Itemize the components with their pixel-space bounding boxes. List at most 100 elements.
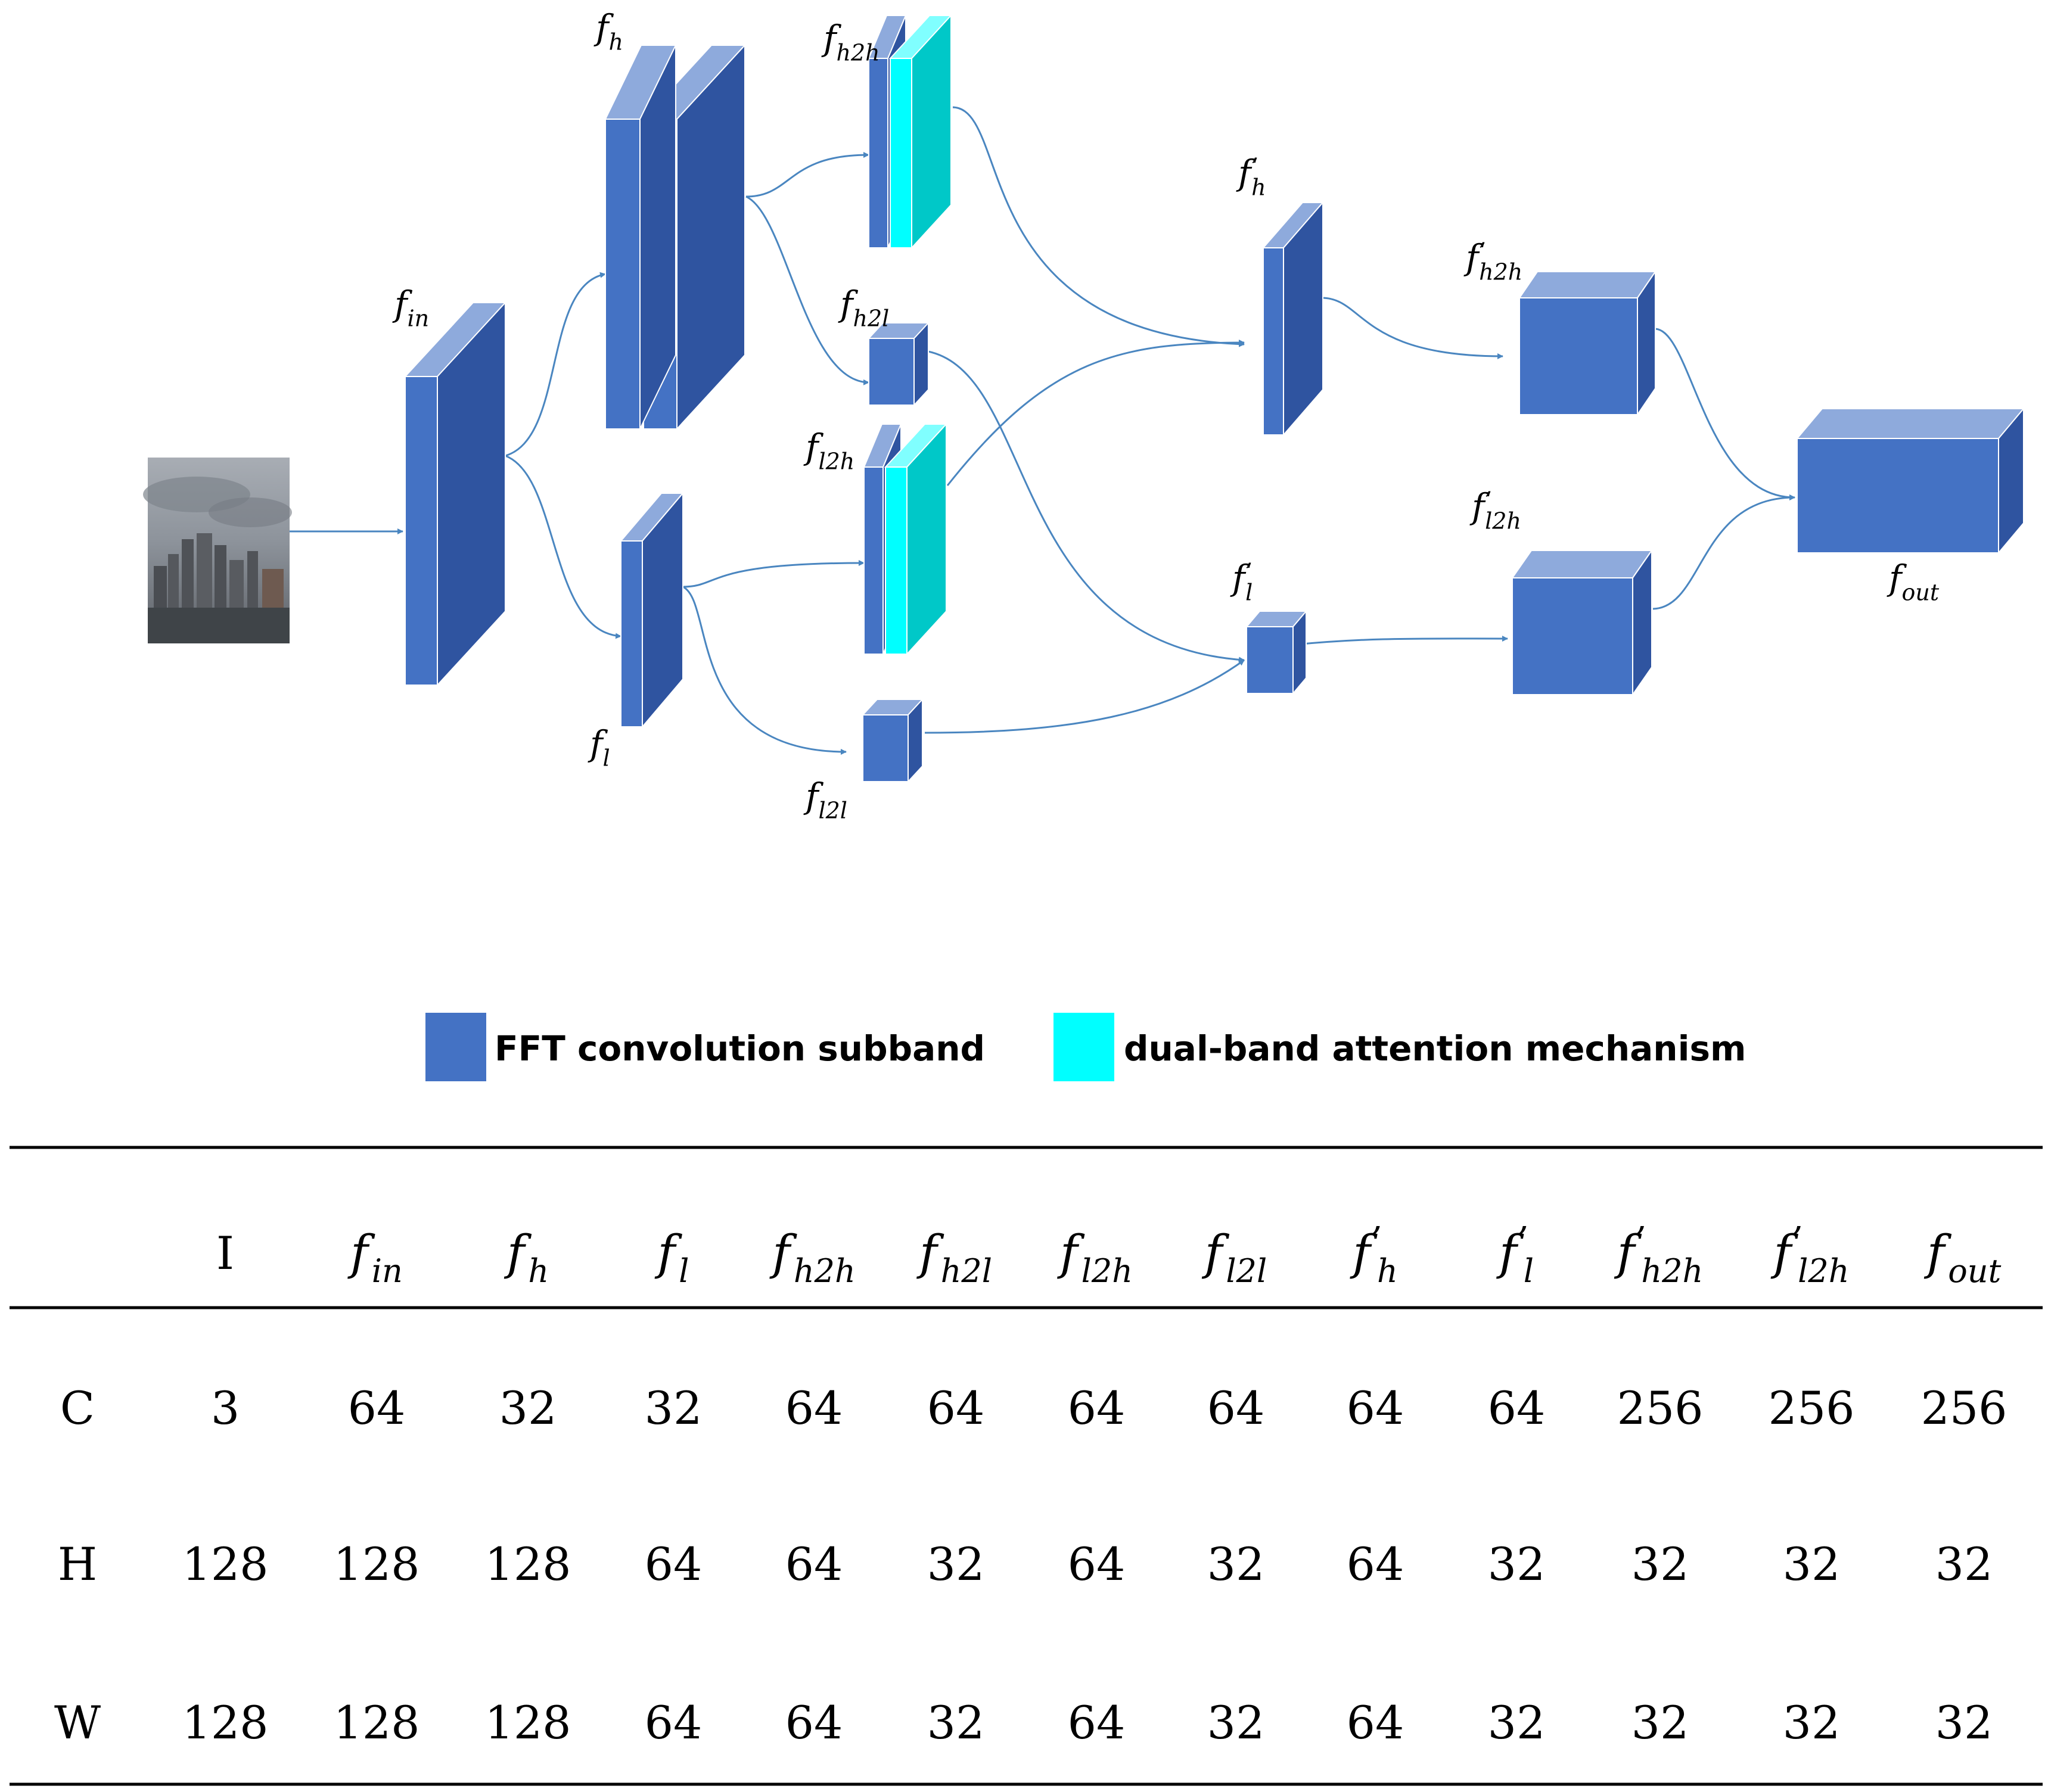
- label-f-h2h: fh2h: [821, 18, 880, 66]
- label-f-in-sub: in: [407, 305, 429, 331]
- label-f-h2h-sub: h2h: [836, 39, 880, 66]
- table-header-cell: f’l: [1496, 1219, 1534, 1290]
- table-cell: 64: [785, 1382, 843, 1435]
- feature-labels: finfhflfh2hfh2lfl2hfl2lf’hf’lf’h2hf’l2hf…: [392, 7, 1940, 823]
- table-cell: 128: [484, 1538, 571, 1591]
- label-f-l2l-sub: l2l: [818, 797, 847, 823]
- table-cell: 64: [1068, 1538, 1126, 1591]
- table-cell: 64: [785, 1538, 843, 1591]
- arrow-fl2h-to-fph: [946, 340, 1245, 486]
- table-cell: 128: [333, 1538, 419, 1591]
- table-cell: 64: [1207, 1382, 1265, 1435]
- table-cell: 32: [645, 1382, 703, 1435]
- table-header-sub: h: [1377, 1252, 1398, 1290]
- block-fp-h: [1261, 201, 1325, 437]
- table-cell: 32: [499, 1382, 557, 1435]
- label-fp-l2h-prime: ’: [1484, 487, 1491, 514]
- table-cell: 64: [1347, 1538, 1404, 1591]
- arrow-fin-to-fl: [505, 455, 621, 639]
- table-cell: 32: [1631, 1696, 1689, 1749]
- block-fp-l-side: [1292, 609, 1307, 695]
- block-fp-h2h-side: [1637, 269, 1656, 417]
- arrow-fph2h-to-fout: [1655, 328, 1795, 500]
- legend-attn-swatch: [1053, 1013, 1114, 1081]
- table-row-label: H: [58, 1538, 97, 1591]
- table-cell: 32: [1207, 1696, 1265, 1749]
- table-cell: 128: [333, 1696, 419, 1749]
- table-header-main: I: [216, 1227, 234, 1280]
- arrow-fin-to-fh: [505, 272, 606, 457]
- label-f-in: fin: [392, 284, 429, 331]
- table-header-sub: h: [528, 1252, 549, 1290]
- label-f-l-sub: l: [602, 745, 610, 771]
- block-fp-h2h: [1518, 269, 1657, 417]
- block-f-h2h-attn-slab: [888, 14, 953, 250]
- table-header-sub: h2h: [794, 1252, 856, 1290]
- block-f-out-top: [1795, 408, 2025, 439]
- label-f-l2h: fl2h: [803, 427, 854, 474]
- legend: FFT convolution subband dual-band attent…: [425, 1013, 1746, 1081]
- label-fp-l-sub: l: [1245, 579, 1253, 605]
- table-cell: 256: [1768, 1382, 1854, 1435]
- label-f-h2l-sub: h2l: [853, 305, 889, 331]
- label-fp-h2h: f’h2h: [1463, 237, 1522, 285]
- table-header-prime: ’: [1634, 1219, 1646, 1261]
- label-f-out-sub: out: [1901, 579, 1939, 605]
- table-header-sub: l: [679, 1252, 689, 1290]
- block-fp-l2h: [1511, 548, 1653, 697]
- label-f-out: fout: [1887, 558, 1940, 605]
- block-fp-l-front: [1246, 626, 1294, 694]
- table-cell: 32: [1488, 1696, 1546, 1749]
- table-cell: 32: [1783, 1538, 1841, 1591]
- arrow-fl-to-fl2l: [682, 586, 847, 755]
- table-header-sub: l2h: [1798, 1252, 1849, 1290]
- block-f-h-front: [604, 45, 677, 430]
- block-f-l: [619, 491, 685, 729]
- block-fp-h2h-front: [1519, 297, 1638, 415]
- table-cell: 3: [211, 1382, 240, 1435]
- block-f-l2l-side: [908, 698, 923, 783]
- arrow-fph-to-fph2h: [1321, 297, 1503, 359]
- block-f-h2l-side: [913, 321, 929, 407]
- block-f-l2l-front: [862, 714, 909, 782]
- table-cell: 64: [645, 1538, 703, 1591]
- table-header-sub: h2h: [1641, 1252, 1703, 1290]
- table-cell: 128: [182, 1696, 268, 1749]
- label-f-l2l: fl2l: [803, 776, 847, 823]
- table-cell: 64: [1347, 1382, 1404, 1435]
- table-cell: 64: [1488, 1382, 1546, 1435]
- block-f-h2h-attn-slab-front: [890, 58, 912, 248]
- table-cell: 64: [927, 1382, 985, 1435]
- label-f-h: fh: [593, 7, 623, 55]
- label-f-h-sub: h: [608, 29, 623, 55]
- table-cell: 256: [1617, 1382, 1703, 1435]
- table-cell: 64: [348, 1382, 406, 1435]
- block-fp-h-front: [1263, 247, 1284, 435]
- table-cell: 32: [1783, 1696, 1841, 1749]
- label-fp-h-sub: h: [1251, 174, 1266, 200]
- block-f-h-front-front: [605, 119, 641, 430]
- table-header-sub: l: [1524, 1252, 1534, 1290]
- block-fp-h2h-top: [1518, 271, 1657, 298]
- block-f-l2h-attn-slab: [884, 422, 948, 656]
- table-header-prime: ’: [1791, 1219, 1803, 1261]
- table-header-sub: l2h: [1082, 1252, 1133, 1290]
- block-f-l2l: [861, 698, 924, 783]
- arrow-fh2h-to-fph: [952, 106, 1245, 347]
- block-fp-l2h-front: [1512, 577, 1633, 695]
- block-f-l2h-attn-slab-front: [885, 466, 908, 655]
- label-fp-l: f’l: [1230, 558, 1253, 605]
- table-cell: 32: [1935, 1696, 1993, 1749]
- table-row-label: C: [60, 1382, 95, 1435]
- table-header-cell: I: [216, 1227, 234, 1280]
- table-cell: 64: [645, 1696, 703, 1749]
- block-f-h2l-front: [868, 338, 915, 406]
- label-fp-h2h-prime: ’: [1478, 238, 1486, 265]
- table-cell: 128: [484, 1696, 571, 1749]
- label-fp-h2h-sub: h2h: [1479, 259, 1522, 285]
